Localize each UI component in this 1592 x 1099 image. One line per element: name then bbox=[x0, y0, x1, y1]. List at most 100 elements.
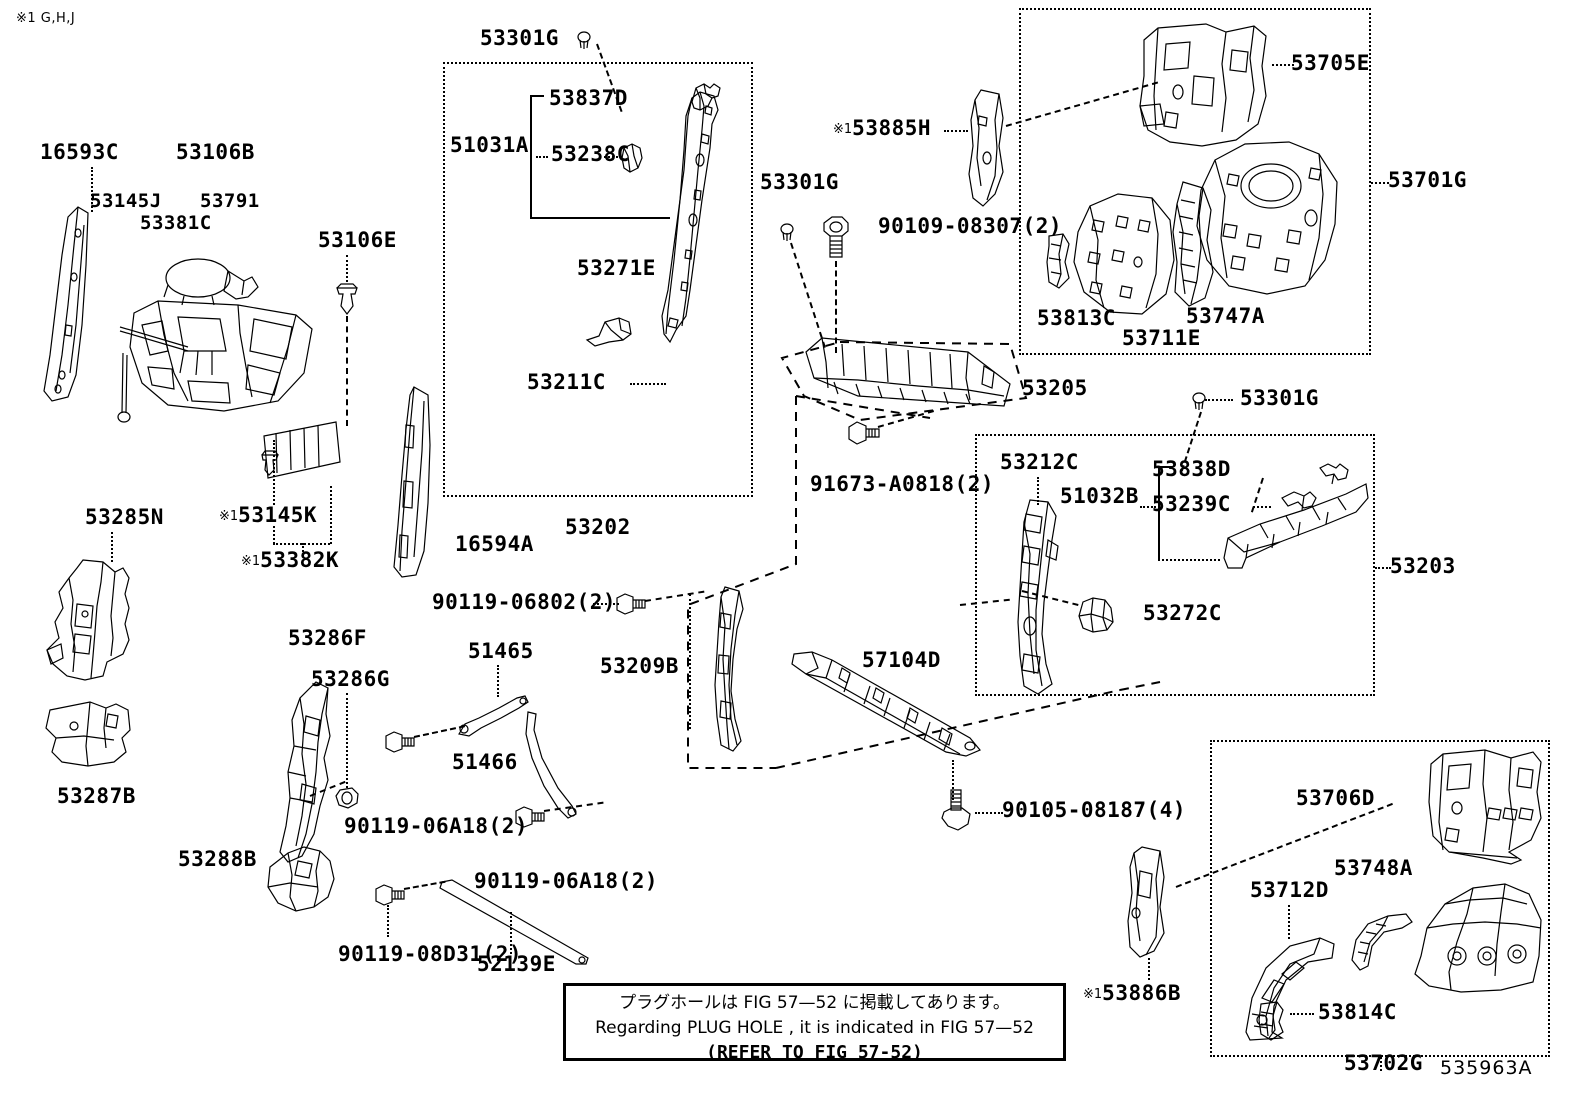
art-53712D-member bbox=[1238, 936, 1348, 1046]
art-53285N-apron bbox=[45, 558, 140, 693]
label-53145K: 53145K bbox=[238, 503, 318, 527]
label-51032B: 51032B bbox=[1060, 484, 1139, 508]
label-53791: 53791 bbox=[200, 190, 260, 212]
leader-53212C bbox=[1037, 477, 1039, 505]
label-53813C: 53813C bbox=[1037, 306, 1116, 330]
leader-53106E bbox=[346, 255, 348, 282]
label-53286G: 53286G bbox=[311, 667, 390, 691]
label-53814C: 53814C bbox=[1318, 1000, 1397, 1024]
leader-52139E bbox=[510, 912, 512, 954]
plug-hole-note-box: プラグホールは FIG 57—52 に掲載してあります。 Regarding P… bbox=[563, 983, 1066, 1063]
group-box-53203 bbox=[975, 434, 1375, 696]
art-53886B-liner bbox=[1122, 845, 1170, 960]
art-53106E-clip bbox=[333, 282, 361, 316]
label-53202: 53202 bbox=[565, 515, 631, 539]
leader-90109-08307 bbox=[852, 228, 880, 230]
star-marker-53145K: ※1 bbox=[219, 509, 239, 524]
leader-53211C bbox=[630, 383, 666, 385]
label-51465: 51465 bbox=[468, 639, 534, 663]
label-53288B: 53288B bbox=[178, 847, 257, 871]
art-53212C-pillar bbox=[1008, 498, 1064, 698]
label-53209B: 53209B bbox=[600, 654, 679, 678]
leader-53712D bbox=[1288, 905, 1290, 939]
label-53203: 53203 bbox=[1390, 554, 1456, 578]
marker-53209B-dotline bbox=[689, 594, 691, 729]
star-marker-53382K: ※1 bbox=[241, 554, 261, 569]
label-51031A: 51031A bbox=[450, 133, 529, 157]
art-53238C-bracket bbox=[618, 142, 650, 176]
art-52139E-rod bbox=[440, 880, 590, 966]
label-90119-06A18-b: 90119-06A18(2) bbox=[474, 869, 659, 893]
label-52139E: 52139E bbox=[477, 952, 556, 976]
art-53301G-clip-top bbox=[575, 30, 593, 50]
label-91673-A0818: 91673-A0818(2) bbox=[810, 472, 995, 496]
label-16593C: 16593C bbox=[40, 140, 119, 164]
label-53286F: 53286F bbox=[288, 626, 367, 650]
art-53272C-clip bbox=[1075, 596, 1121, 636]
art-53286G-nut bbox=[334, 786, 360, 810]
art-53813C-bracket bbox=[1043, 232, 1073, 292]
drawing-number: 535963A bbox=[1440, 1057, 1533, 1079]
bracket-53145J-stub bbox=[169, 184, 171, 204]
art-53288B-bracket bbox=[262, 845, 342, 915]
art-bolt-90109-08307 bbox=[818, 215, 854, 261]
label-53886B: 53886B bbox=[1102, 981, 1182, 1005]
art-53145J-rod bbox=[118, 325, 198, 425]
label-53382K: 53382K bbox=[260, 548, 340, 572]
leader-16593C bbox=[91, 167, 93, 212]
leader-53702G bbox=[1380, 1057, 1382, 1071]
leader-53286G bbox=[346, 693, 348, 788]
art-53203-member bbox=[1220, 462, 1370, 572]
bracket-53382K-bottom bbox=[273, 543, 330, 545]
exploded-guide-lines bbox=[600, 390, 1160, 810]
leader-53301G-right bbox=[1205, 399, 1233, 401]
art-16594A-panel bbox=[390, 385, 436, 580]
art-53701G-housing bbox=[1193, 138, 1343, 298]
art-51465-brace bbox=[455, 694, 530, 738]
label-53712D: 53712D bbox=[1250, 878, 1329, 902]
label-53212C: 53212C bbox=[1000, 450, 1079, 474]
dash-90109 bbox=[835, 261, 837, 353]
label-53239C: 53239C bbox=[1152, 492, 1231, 516]
leader-53238C bbox=[604, 156, 622, 158]
art-16593C-panel bbox=[34, 205, 92, 405]
leader-90105 bbox=[975, 812, 1003, 814]
label-53838D: 53838D bbox=[1152, 457, 1231, 481]
leader-bolt-06A18-b bbox=[527, 827, 529, 873]
label-53272C: 53272C bbox=[1143, 601, 1222, 625]
label-51466: 51466 bbox=[452, 750, 518, 774]
label-53382K-wrap: ※153382K bbox=[241, 550, 339, 571]
label-53885H: 53885H bbox=[852, 116, 932, 140]
leader-53286F bbox=[327, 653, 329, 667]
group-box-53202 bbox=[443, 62, 753, 497]
bracket-51032B-top bbox=[1158, 466, 1172, 468]
art-53382K-deflector bbox=[262, 420, 342, 490]
art-bolt-90119-06802 bbox=[613, 592, 647, 616]
leader-bolt-06A18-a bbox=[397, 752, 399, 810]
bracket-53382K-left bbox=[273, 526, 275, 544]
label-53211C: 53211C bbox=[527, 370, 606, 394]
bracket-51032B-vert bbox=[1158, 466, 1160, 561]
label-53285N: 53285N bbox=[85, 505, 164, 529]
art-53301G-clip-mid bbox=[778, 222, 796, 242]
star-marker-53885H: ※1 bbox=[833, 122, 853, 137]
group-box-53702G bbox=[1210, 740, 1550, 1057]
leader-53203 bbox=[1375, 567, 1391, 569]
label-53702G: 53702G bbox=[1344, 1051, 1423, 1075]
label-16594A: 16594A bbox=[455, 532, 534, 556]
leader-90119-06802 bbox=[593, 603, 619, 605]
note-line-ref: (REFER TO FIG 57-52) bbox=[706, 1042, 923, 1064]
leader-91673 bbox=[860, 446, 862, 474]
art-bolt-90119-06A18-b bbox=[512, 805, 546, 829]
label-57104D: 57104D bbox=[862, 648, 941, 672]
bracket-51031A-bottom bbox=[530, 217, 670, 219]
leader-53285N bbox=[111, 532, 113, 562]
leader-53885H bbox=[944, 130, 968, 132]
art-53287B-bracket bbox=[44, 700, 139, 780]
art-53705E-apron bbox=[1130, 20, 1270, 150]
label-53106B: 53106B bbox=[176, 140, 255, 164]
dash-53106E bbox=[346, 316, 348, 426]
leader-53202 bbox=[597, 497, 599, 515]
label-90109-08307: 90109-08307(2) bbox=[878, 214, 1063, 238]
leader-51032B bbox=[1140, 506, 1156, 508]
